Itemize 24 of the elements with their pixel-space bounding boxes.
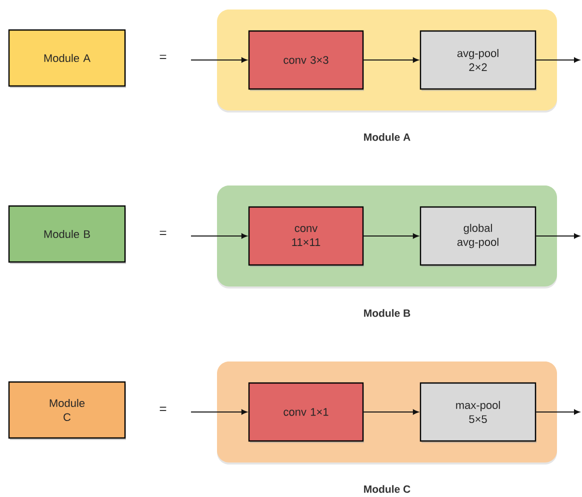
arrow [536, 233, 580, 239]
arrow [363, 233, 419, 239]
module-box: Module B [8, 205, 126, 264]
conv-box: conv 1×1 [248, 382, 364, 443]
pool-box: avg-pool 2×2 [420, 30, 536, 91]
equals-sign: = [160, 54, 166, 59]
arrow [536, 409, 580, 415]
pool-box: global avg-pool [420, 206, 536, 267]
conv-box: conv 3×3 [248, 30, 364, 91]
arrow [363, 409, 419, 415]
arrow [190, 409, 248, 415]
module-caption: Module C [364, 485, 410, 493]
pool-box: max-pool 5×5 [420, 382, 536, 443]
arrow [190, 233, 248, 239]
arrow [363, 57, 419, 63]
module-box: Module A [8, 29, 126, 88]
equals-sign: = [160, 230, 166, 235]
arrow [536, 57, 580, 63]
module-box: Module C [8, 381, 126, 440]
module-caption: Module B [364, 309, 410, 317]
module-caption: Module A [364, 133, 410, 141]
conv-box: conv 11×11 [248, 206, 364, 267]
arrow [190, 57, 248, 63]
equals-sign: = [160, 406, 166, 411]
